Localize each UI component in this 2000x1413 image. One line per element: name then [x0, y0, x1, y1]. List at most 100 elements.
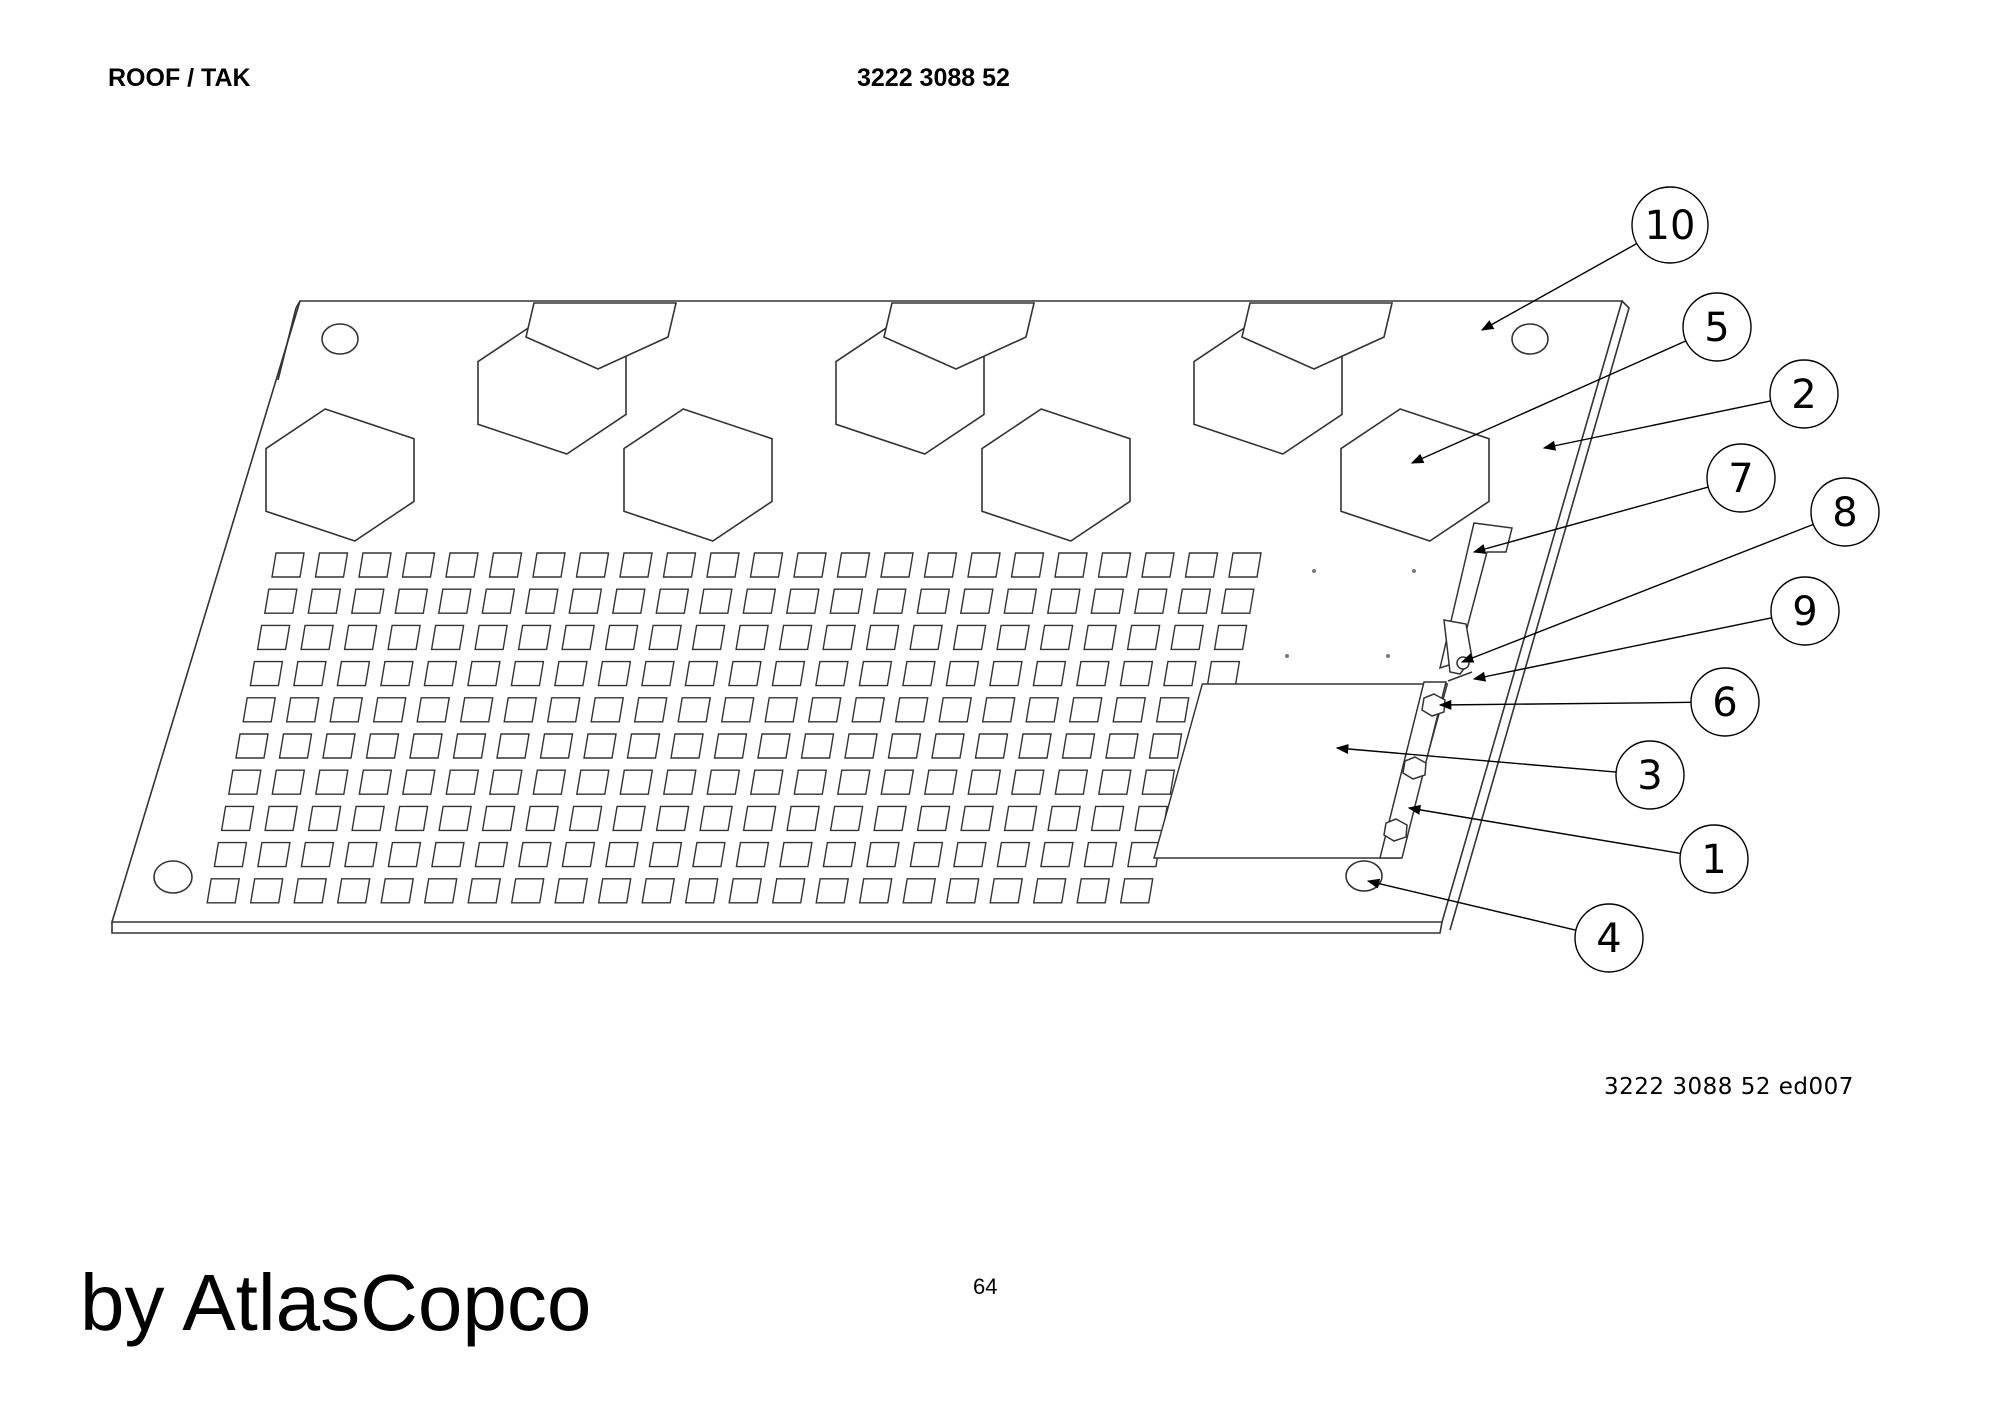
- grid-square: [532, 552, 566, 578]
- page-number: 64: [973, 1274, 998, 1299]
- grid-square: [655, 805, 690, 832]
- grid-square: [1105, 733, 1139, 759]
- callout-number: 5: [1704, 305, 1729, 351]
- grid-square: [648, 624, 682, 651]
- grid-square: [749, 552, 784, 578]
- grid-square: [815, 660, 849, 687]
- grid-square: [300, 841, 335, 868]
- grid-square: [923, 552, 958, 578]
- grid-square: [996, 841, 1031, 868]
- grid-square: [394, 805, 429, 832]
- grid-square: [271, 552, 305, 578]
- grid-square: [698, 588, 733, 614]
- grid-square: [590, 697, 625, 723]
- callout-number: 10: [1645, 203, 1696, 249]
- grid-square: [314, 769, 349, 795]
- corner-hole: [1511, 323, 1549, 355]
- grid-square: [793, 552, 827, 578]
- grid-square: [706, 769, 741, 795]
- grid-square: [220, 805, 255, 832]
- grid-square: [394, 588, 429, 614]
- grid-square: [1010, 552, 1045, 578]
- grid-square: [481, 805, 516, 832]
- grid-square: [206, 878, 241, 904]
- half-hexagon-cutout: [525, 302, 678, 370]
- part-number: 3222 3088 52: [857, 64, 1010, 92]
- callout-number: 8: [1832, 490, 1857, 536]
- grid-square: [909, 841, 944, 868]
- grid-square: [1003, 588, 1038, 614]
- grid-square: [720, 697, 755, 723]
- grid-square: [1112, 697, 1147, 723]
- grid-square: [409, 733, 443, 759]
- grid-square: [1083, 624, 1117, 651]
- grid-square: [1213, 624, 1248, 651]
- grid-square: [865, 624, 900, 651]
- callout-leader: [1472, 617, 1772, 682]
- grid-square: [836, 552, 871, 578]
- grid-square: [633, 697, 668, 723]
- grid-square: [264, 805, 298, 832]
- grid-square: [524, 588, 559, 614]
- grid-square: [474, 841, 509, 868]
- grid-square: [445, 769, 480, 795]
- pin-8: [1456, 656, 1470, 670]
- grid-square: [1054, 552, 1088, 578]
- grid-square: [263, 588, 298, 614]
- grid-square: [597, 878, 632, 904]
- grid-square: [757, 733, 791, 759]
- grid-square: [764, 697, 799, 723]
- grid-square: [604, 624, 639, 651]
- grid-square: [706, 552, 740, 578]
- grid-square: [800, 733, 835, 759]
- callout-balloon: 3: [1615, 740, 1685, 810]
- grid-square: [358, 552, 392, 578]
- callout-balloon: 5: [1682, 292, 1752, 362]
- grid-square: [423, 660, 458, 687]
- grid-square: [481, 588, 516, 614]
- grid-square: [735, 624, 769, 651]
- grid-square: [416, 697, 451, 723]
- grid-square: [1076, 878, 1111, 904]
- grid-square: [546, 697, 581, 723]
- grid-square: [815, 878, 850, 904]
- grid-square: [619, 769, 654, 795]
- grid-square: [974, 733, 1009, 759]
- grid-square: [525, 805, 559, 832]
- grid-square: [786, 805, 820, 832]
- callout-leader: [1480, 242, 1638, 331]
- grid-square: [401, 769, 436, 795]
- grid-square: [605, 841, 639, 868]
- callout-balloon: 2: [1769, 359, 1839, 429]
- callout-balloon: 6: [1690, 667, 1760, 737]
- grid-square: [1032, 660, 1067, 687]
- grid-square: [916, 805, 951, 832]
- grid-square: [894, 697, 929, 723]
- part-9: [1447, 671, 1473, 682]
- grid-square: [336, 660, 371, 687]
- grid-square: [1076, 660, 1110, 687]
- callout-leader: [1542, 400, 1771, 451]
- grid-square: [503, 697, 538, 723]
- callout-leader: [1407, 804, 1681, 855]
- grid-square: [684, 878, 719, 904]
- callout-number: 9: [1792, 589, 1817, 635]
- grid-square: [271, 769, 306, 795]
- grid-square: [597, 660, 632, 687]
- grid-square: [430, 624, 465, 651]
- grid-square: [343, 624, 378, 651]
- grid-square: [583, 733, 617, 759]
- corner-hole: [321, 323, 359, 355]
- grid-square: [793, 769, 828, 795]
- grid-square: [1083, 841, 1118, 868]
- grid-square: [1148, 733, 1183, 759]
- grid-square: [909, 624, 943, 651]
- grid-square: [344, 841, 378, 868]
- grid-square: [829, 805, 864, 832]
- grid-square: [1126, 624, 1161, 651]
- grid-square: [423, 878, 458, 904]
- callout-leader: [1460, 523, 1814, 663]
- grid-square: [1141, 552, 1175, 578]
- grid-square: [677, 697, 712, 723]
- grid-square: [307, 805, 342, 832]
